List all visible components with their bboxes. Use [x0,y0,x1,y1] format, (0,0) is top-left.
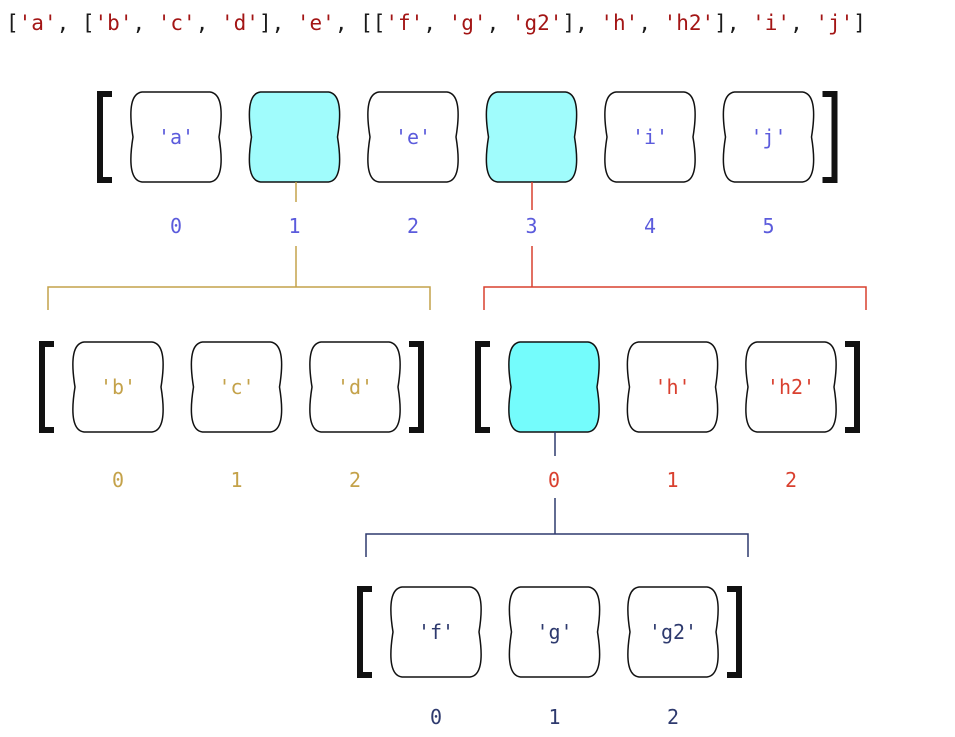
list-cell [190,341,283,433]
cell-value: 'g2' [649,620,697,644]
expression-string-token: 'g2' [511,11,563,35]
nested-list-cell [508,341,600,433]
cell-index: 0 [548,468,560,492]
cell-value: 'd' [337,375,373,399]
expression-punctuation-token: , [[ [334,11,386,35]
list-open-bracket [475,341,490,433]
cell-index: 4 [644,214,656,238]
expression-string-token: 'h2' [663,11,715,35]
cell-value: 'a' [158,125,194,149]
list-close-bracket [409,341,424,433]
list-close-bracket [845,341,860,433]
cell-value: 'e' [395,125,431,149]
expression-punctuation-token: ], [562,11,601,35]
cell-index: 1 [230,468,242,492]
cell-value: 'i' [632,125,668,149]
nested-list-cell [485,91,578,183]
connector-bracket [47,286,431,310]
list-cell [604,91,696,183]
cell-value: 'b' [100,375,136,399]
expression-punctuation-token: [ [6,11,19,35]
expression-punctuation-token: ], [714,11,753,35]
cell-value: 'g' [536,620,572,644]
cell-index: 0 [430,705,442,729]
cell-index: 2 [785,468,797,492]
expression-punctuation-token: , [ [56,11,95,35]
list-open-bracket [39,341,54,433]
list-cell [367,91,459,183]
list-cell [627,586,719,678]
cell-value: 'c' [218,375,254,399]
list-cell [722,91,815,183]
expression-punctuation-token: , [195,11,221,35]
list-cell [130,91,222,183]
cell-index: 1 [666,468,678,492]
expression-punctuation-token: ], [258,11,297,35]
list-close-bracket [822,91,838,183]
expression-string-token: 'd' [221,11,259,35]
expression-punctuation-token: ] [853,11,866,35]
cell-index: 0 [112,468,124,492]
list-close-bracket [727,586,742,678]
list-open-bracket [97,91,112,183]
list-cell [745,341,837,433]
cell-value: 'h' [654,375,690,399]
expression-string-token: 'e' [296,11,335,35]
list-cell [309,341,401,433]
expression-string-token: 'f' [385,11,424,35]
connector-bracket [483,286,867,310]
expression-string-token: 'j' [815,11,854,35]
cell-index: 5 [762,214,774,238]
expression-punctuation-token: , [423,11,449,35]
cell-index: 0 [170,214,182,238]
expression-string-token: 'c' [157,11,196,35]
cell-index: 2 [407,214,419,238]
nested-list-cell [248,91,341,183]
list-cell [508,586,601,678]
cell-index: 1 [548,705,560,729]
expression-punctuation-token: , [638,11,664,35]
expression-punctuation-token: , [790,11,816,35]
expression-string-token: 'g' [448,11,487,35]
connector-bracket [365,533,749,557]
expression-string-token: 'b' [94,11,133,35]
list-cell [390,586,482,678]
expression-punctuation-token: , [486,11,512,35]
cell-index: 2 [667,705,679,729]
expression-punctuation-token: , [132,11,158,35]
list-expression: ['a', ['b', 'c', 'd'], 'e', [['f', 'g', … [6,9,866,37]
cell-index: 2 [349,468,361,492]
cell-value: 'j' [750,125,786,149]
expression-string-token: 'i' [752,11,791,35]
list-cell [72,341,164,433]
cell-index: 3 [525,214,537,238]
list-open-bracket [357,586,372,678]
expression-string-token: 'h' [600,11,639,35]
cell-value: 'f' [418,620,454,644]
expression-string-token: 'a' [18,11,57,35]
cell-index: 1 [288,214,300,238]
list-cell [626,341,719,433]
cell-value: 'h2' [767,375,815,399]
